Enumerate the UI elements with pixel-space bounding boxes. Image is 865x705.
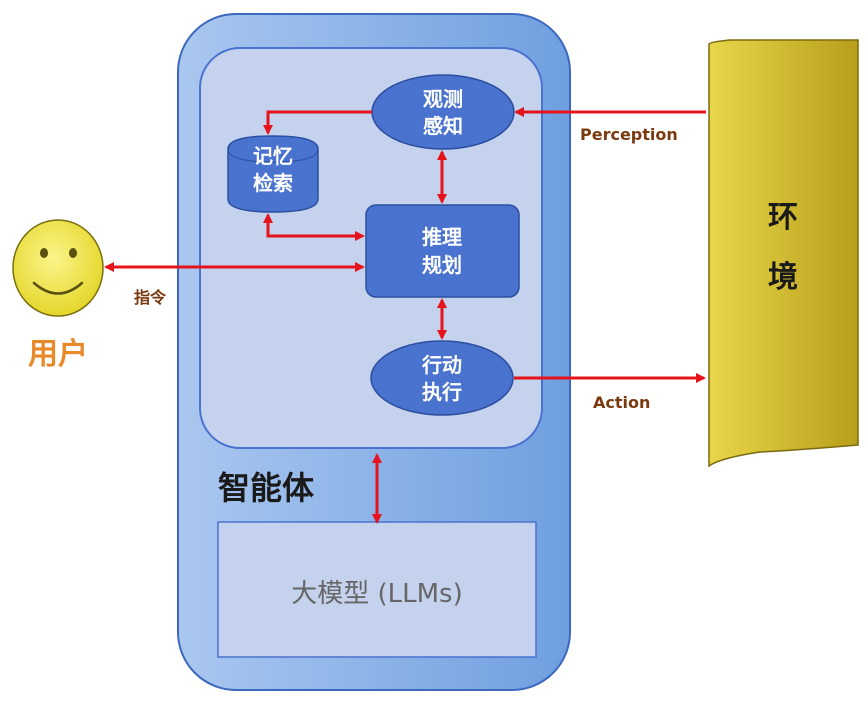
- act-node: [370, 340, 514, 416]
- memory-plan-arrow: [263, 213, 365, 241]
- memory-label-line1: 记忆: [253, 144, 293, 168]
- llm-label: 大模型 (LLMs): [291, 579, 463, 609]
- act-label-line1: 行动: [421, 353, 462, 377]
- plan-label-line1: 推理: [422, 225, 462, 249]
- agent-label: 智能体: [218, 469, 314, 507]
- observe-label-line2: 感知: [423, 114, 463, 138]
- environment-block: [708, 39, 859, 468]
- memory-label-line2: 检索: [253, 171, 293, 195]
- instruction-label: 指令: [134, 288, 167, 307]
- memory-node: [227, 135, 319, 213]
- llm-box: [217, 521, 537, 658]
- observe-to-memory-arrow: [263, 110, 372, 135]
- user-face-icon: [12, 219, 104, 317]
- user-label: 用户: [28, 337, 88, 372]
- environment-label-line1: 环: [768, 200, 798, 235]
- environment-label-line2: 境: [768, 260, 798, 295]
- plan-label-line2: 规划: [422, 253, 462, 277]
- observe-label-line1: 观测: [423, 87, 463, 111]
- perception-label: Perception: [580, 125, 678, 144]
- act-label-line2: 执行: [422, 380, 462, 404]
- action-label: Action: [593, 393, 650, 412]
- plan-node: [365, 204, 520, 298]
